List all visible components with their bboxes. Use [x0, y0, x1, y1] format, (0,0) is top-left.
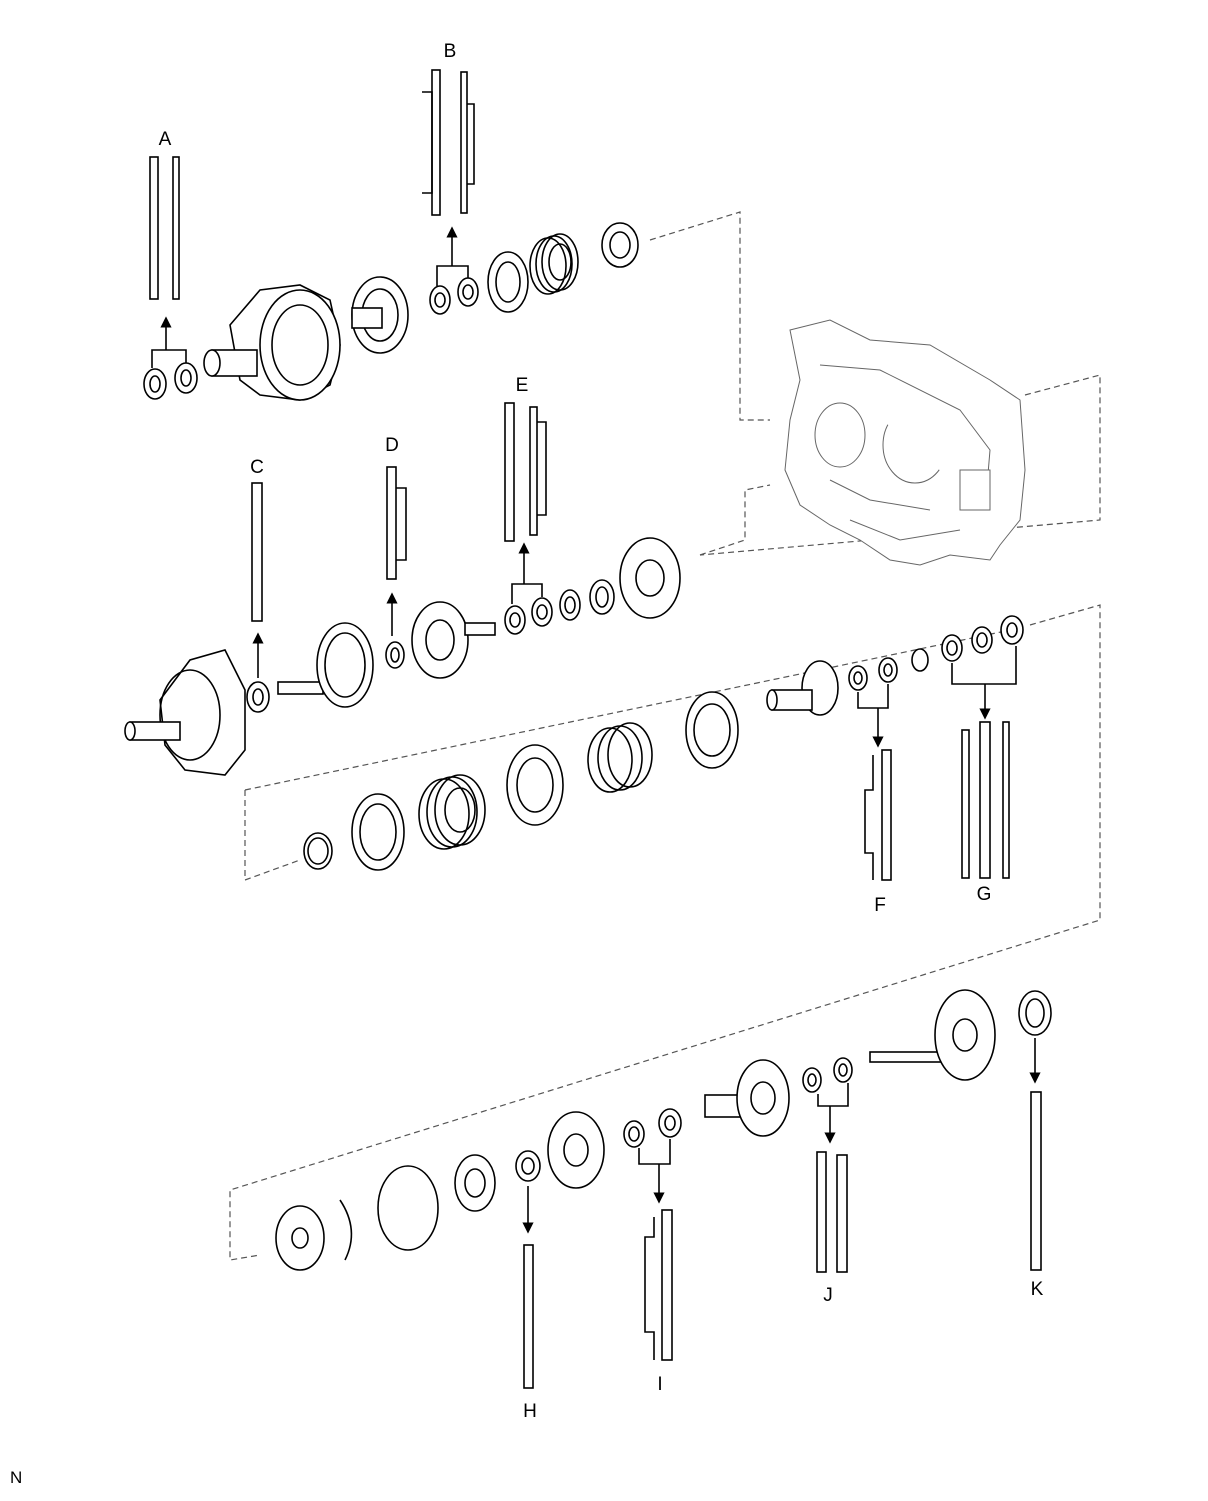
row3-parts	[303, 615, 1024, 881]
corner-mark: N	[10, 1468, 23, 1487]
label-c: C	[250, 457, 264, 478]
label-i: I	[657, 1374, 663, 1395]
row2-parts	[124, 402, 681, 776]
label-b: B	[443, 41, 457, 62]
label-d: D	[385, 435, 399, 456]
label-e: E	[515, 375, 529, 396]
transaxle-case	[784, 319, 1026, 566]
label-g: G	[976, 884, 992, 905]
label-h: H	[523, 1401, 537, 1422]
row1-parts	[143, 69, 639, 401]
label-a: A	[158, 129, 172, 150]
label-k: K	[1030, 1279, 1044, 1300]
label-f: F	[874, 895, 886, 916]
row4-parts	[275, 989, 1052, 1389]
label-j: J	[823, 1285, 833, 1306]
